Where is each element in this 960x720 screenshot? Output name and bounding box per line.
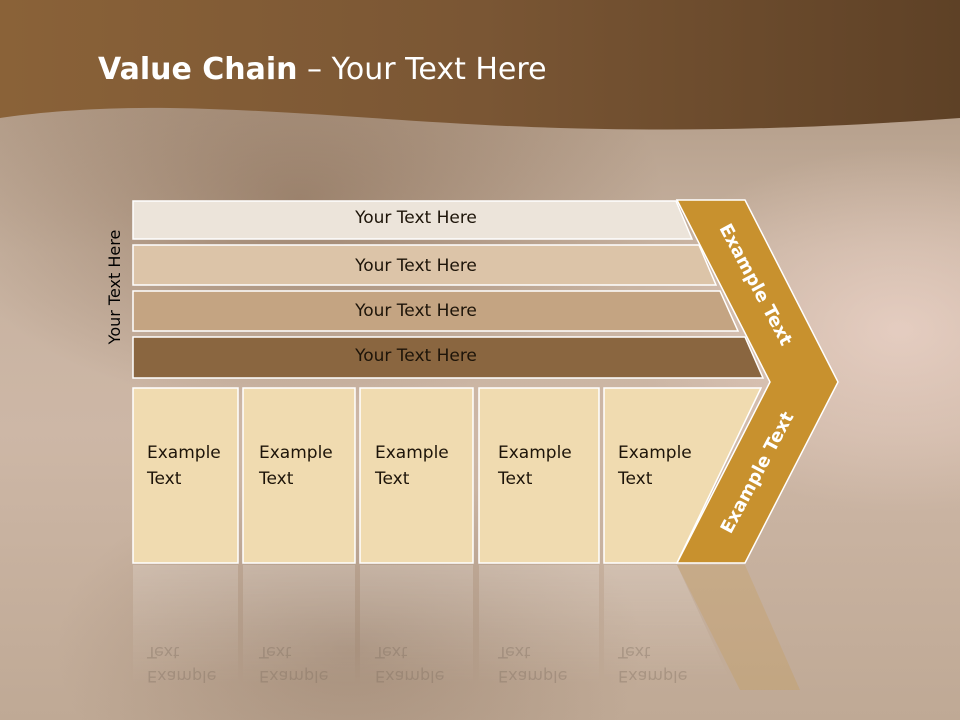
reflection-5: Example Text	[618, 640, 687, 688]
reflection-3: Example Text	[375, 640, 444, 688]
header-banner	[0, 0, 960, 130]
cell-4-line2: Text	[498, 469, 533, 489]
band-3-label: Your Text Here	[355, 301, 477, 321]
cell-1-line2: Text	[147, 469, 182, 489]
cell-5-line1: Example	[618, 443, 692, 463]
cell-4-line1: Example	[498, 443, 572, 463]
band-1-label: Your Text Here	[355, 208, 477, 228]
cell-1-line1: Example	[147, 443, 221, 463]
title-rest: – Your Text Here	[297, 52, 547, 87]
title-bold: Value Chain	[98, 52, 298, 87]
band-1	[132, 200, 694, 240]
reflection-1-line2: Text	[147, 643, 180, 662]
band-2	[132, 244, 718, 286]
reflection-2-line2: Text	[259, 643, 292, 662]
reflection-5-line1: Example	[618, 667, 688, 686]
cell-2	[242, 387, 356, 564]
reflection-1: Example Text	[147, 640, 216, 688]
slide-title: Value Chain – Your Text Here	[98, 52, 547, 87]
reflection-2-line1: Example	[259, 667, 329, 686]
band-2-label: Your Text Here	[355, 256, 477, 276]
side-label: Your Text Here	[105, 229, 124, 345]
reflection-4: Example Text	[498, 640, 567, 688]
cell-3-line1: Example	[375, 443, 449, 463]
cell-1	[132, 387, 239, 564]
reflection-3-line1: Example	[375, 667, 445, 686]
reflection-5-line2: Text	[618, 643, 651, 662]
cell-3-line2: Text	[375, 469, 410, 489]
cell-4	[478, 387, 600, 564]
cell-2-line1: Example	[259, 443, 333, 463]
reflection-4-line1: Example	[498, 667, 568, 686]
band-4	[132, 336, 765, 379]
reflection	[133, 565, 800, 690]
cell-5-line2: Text	[618, 469, 653, 489]
reflection-3-line2: Text	[375, 643, 408, 662]
band-4-label: Your Text Here	[355, 346, 477, 366]
reflection-2: Example Text	[259, 640, 328, 688]
cell-3	[359, 387, 474, 564]
reflection-4-line2: Text	[498, 643, 531, 662]
band-3	[132, 290, 740, 332]
cell-2-line2: Text	[259, 469, 294, 489]
reflection-1-line1: Example	[147, 667, 217, 686]
chevron-arrow	[675, 199, 839, 564]
